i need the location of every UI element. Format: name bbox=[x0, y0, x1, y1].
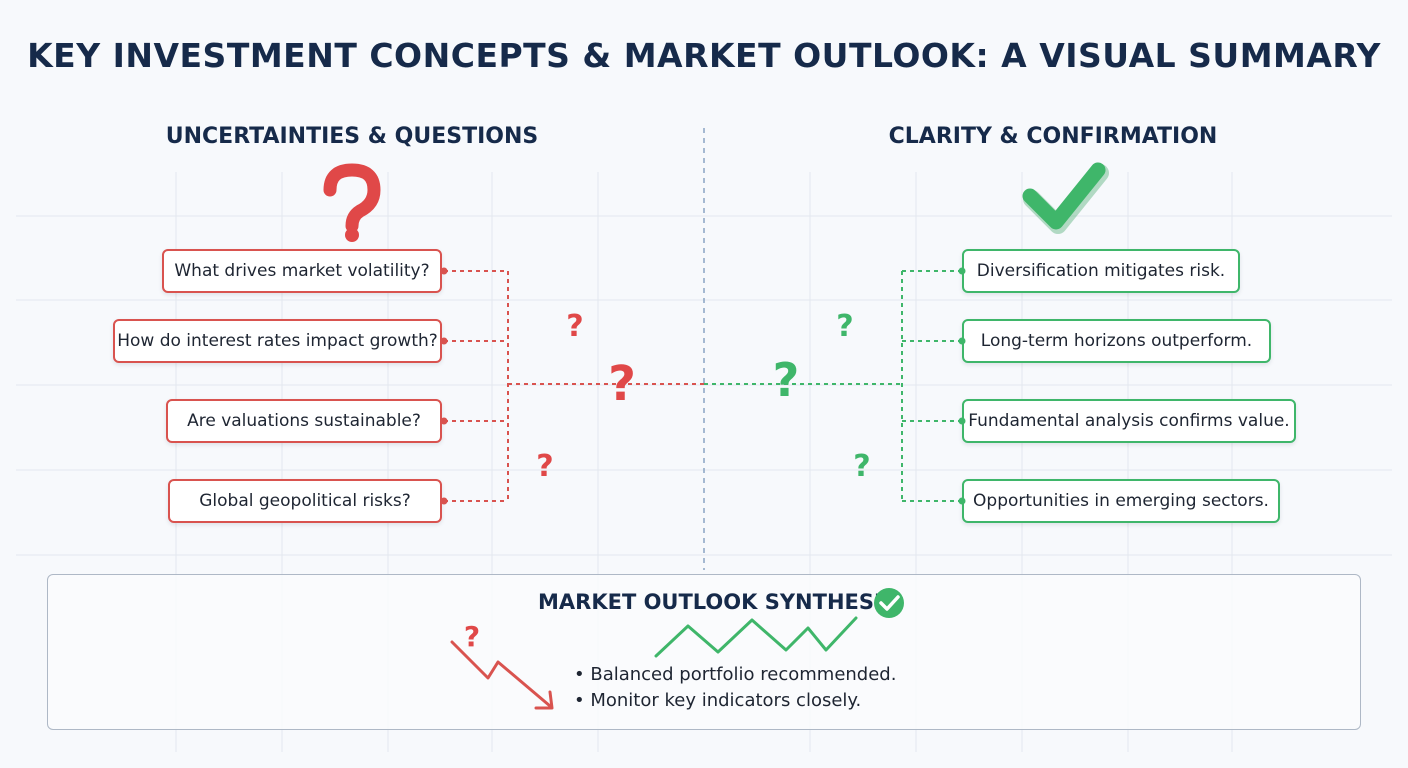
synthesis-bullet: • Monitor key indicators closely. bbox=[574, 690, 862, 711]
synthesis-bullets: • Balanced portfolio recommended. • Moni… bbox=[574, 664, 896, 716]
question-box-geopolitical: Global geopolitical risks? bbox=[168, 479, 442, 523]
left-heading: UNCERTAINTIES & QUESTIONS bbox=[165, 124, 539, 149]
answer-box-diversification: Diversification mitigates risk. bbox=[962, 249, 1240, 293]
right-heading: CLARITY & CONFIRMATION bbox=[888, 124, 1218, 149]
question-box-interest-rates: How do interest rates impact growth? bbox=[113, 319, 442, 363]
answer-box-long-term: Long-term horizons outperform. bbox=[962, 319, 1271, 363]
answer-box-emerging: Opportunities in emerging sectors. bbox=[962, 479, 1280, 523]
synthesis-bullet: • Balanced portfolio recommended. bbox=[574, 664, 897, 685]
page-title: KEY INVESTMENT CONCEPTS & MARKET OUTLOOK… bbox=[27, 36, 1381, 75]
question-box-valuations: Are valuations sustainable? bbox=[166, 399, 442, 443]
question-box-volatility: What drives market volatility? bbox=[162, 249, 442, 293]
answer-box-fundamental: Fundamental analysis confirms value. bbox=[962, 399, 1296, 443]
synthesis-title: MARKET OUTLOOK SYNTHESIS bbox=[538, 590, 897, 614]
